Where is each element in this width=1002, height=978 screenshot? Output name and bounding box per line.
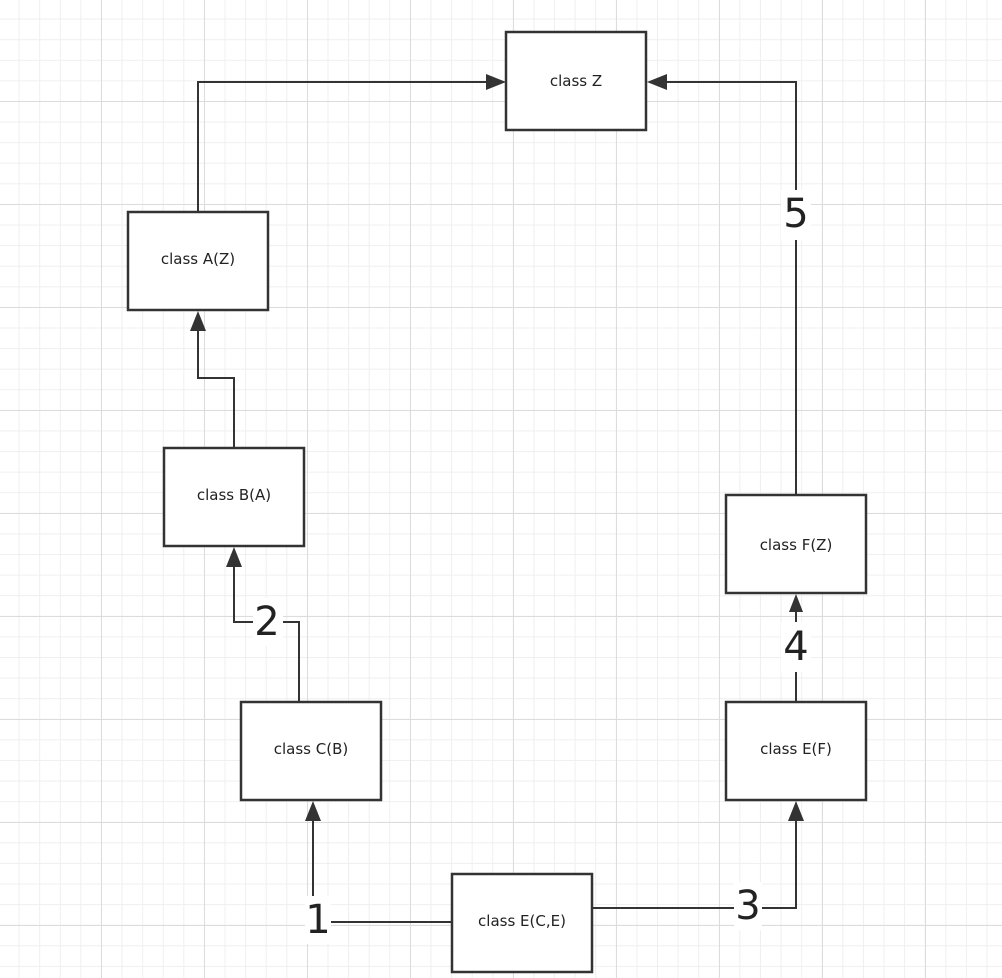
arrow-head-into-b [226, 547, 242, 567]
step-labels: 1 2 3 4 5 [253, 190, 811, 944]
node-label-e-bottom: class E(C,E) [478, 912, 566, 930]
step-5-label: 5 [783, 191, 808, 237]
nodes: class Z class A(Z) class B(A) class C(B)… [126, 30, 868, 974]
step-3-bg [734, 882, 762, 930]
node-class-a: class A(Z) [126, 210, 270, 312]
edge-b-to-a [197, 330, 235, 448]
node-class-b: class B(A) [162, 446, 306, 548]
node-label-c: class C(B) [274, 740, 348, 758]
node-class-c: class C(B) [239, 700, 383, 802]
step-1-bg [305, 896, 331, 944]
arrow-head-into-f [789, 594, 803, 612]
step-1-label: 1 [305, 897, 330, 943]
arrow-head-into-ef [788, 801, 804, 821]
step-4-bg [781, 622, 811, 672]
node-label-z: class Z [550, 72, 602, 90]
node-label-b: class B(A) [197, 486, 271, 504]
node-label-e-right: class E(F) [760, 740, 832, 758]
node-class-f: class F(Z) [724, 493, 868, 595]
arrow-head-into-z-left [486, 74, 506, 90]
arrow-head-into-c [305, 801, 321, 821]
node-class-e-right: class E(F) [724, 700, 868, 802]
arrow-head-into-z-right [647, 74, 667, 90]
node-label-a: class A(Z) [161, 250, 235, 268]
edge-ece-to-c [312, 820, 452, 923]
step-2-bg [253, 598, 283, 646]
step-4-label: 4 [783, 624, 808, 670]
step-5-bg [781, 190, 811, 240]
arrow-head-into-a [190, 311, 206, 331]
step-2-label: 2 [254, 599, 279, 645]
node-label-f: class F(Z) [760, 536, 833, 554]
edge-a-to-z [197, 81, 488, 212]
node-class-e-bottom: class E(C,E) [450, 872, 594, 974]
step-3-label: 3 [735, 883, 760, 929]
edge-ece-to-ef [592, 820, 797, 909]
node-class-z: class Z [504, 30, 648, 132]
edge-f-to-z [666, 81, 797, 495]
